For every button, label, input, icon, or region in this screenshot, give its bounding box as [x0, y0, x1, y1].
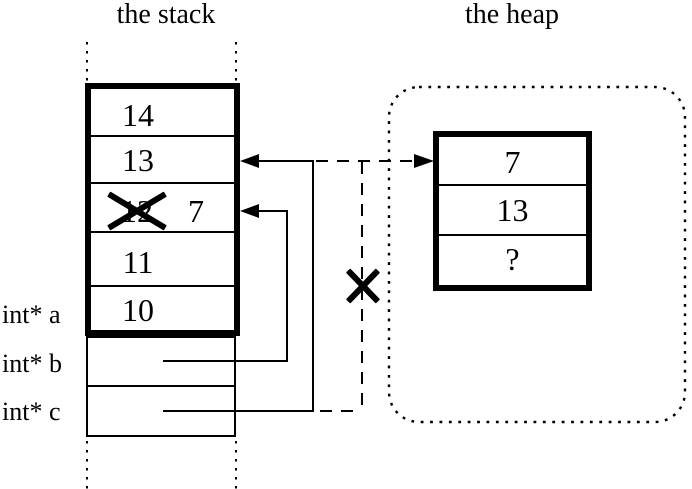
dangling-pointer-arrowhead-icon — [414, 154, 434, 168]
heap-region-dotted-border — [387, 85, 687, 424]
dangling-pointer-dashed-top — [316, 160, 414, 162]
pointer-c-arrowhead-icon — [240, 154, 259, 168]
stack-title: the stack — [116, 0, 216, 30]
stack-boundary-dotted-bottom-left — [86, 441, 88, 489]
pointer-cells-box — [86, 336, 236, 437]
pointer-b-arrowhead-icon — [240, 204, 259, 218]
pointer-b-line-to-arrow — [256, 210, 288, 212]
pointer-label-a: int* a — [2, 300, 61, 329]
dangling-pointer-x-icon — [345, 267, 381, 304]
pointer-c-line-to-arrow — [256, 160, 314, 162]
stack-cell-value-10: 10 — [122, 292, 154, 328]
stack-cell-new-value-7: 7 — [188, 193, 204, 229]
dangling-pointer-dashed-bottom — [320, 410, 362, 412]
stack-row-divider-1 — [91, 135, 234, 137]
stack-boundary-dotted-top-left — [86, 42, 88, 83]
pointer-b-line-vertical — [286, 210, 288, 362]
heap-block-box — [433, 131, 592, 291]
heap-row-divider-1 — [439, 184, 586, 186]
pointer-c-line-horizontal — [163, 410, 314, 412]
stack-cell-value-11: 11 — [122, 244, 154, 280]
heap-cell-value-13: 13 — [496, 192, 529, 228]
stack-row-divider-2 — [91, 182, 234, 184]
heap-cell-value-unknown: ? — [505, 241, 520, 277]
heap-row-divider-2 — [439, 234, 586, 236]
heap-cell-value-7: 7 — [504, 144, 521, 180]
pointer-b-line-horizontal — [163, 360, 288, 362]
stack-cell-value-13: 13 — [122, 142, 154, 178]
heap-title: the heap — [464, 0, 560, 30]
stack-row-divider-4 — [91, 285, 234, 287]
pointer-label-c: int* c — [2, 397, 61, 426]
stack-cell-value-14: 14 — [122, 97, 154, 133]
stack-frame-box — [85, 83, 240, 336]
stack-boundary-dotted-top-right — [235, 42, 237, 83]
pointer-cells-divider — [88, 385, 234, 387]
stack-boundary-dotted-bottom-right — [235, 441, 237, 489]
overwritten-value-x-icon — [107, 190, 167, 231]
stack-row-divider-3 — [91, 231, 234, 233]
pointer-c-line-vertical — [312, 160, 314, 412]
pointer-label-b: int* b — [2, 349, 62, 378]
